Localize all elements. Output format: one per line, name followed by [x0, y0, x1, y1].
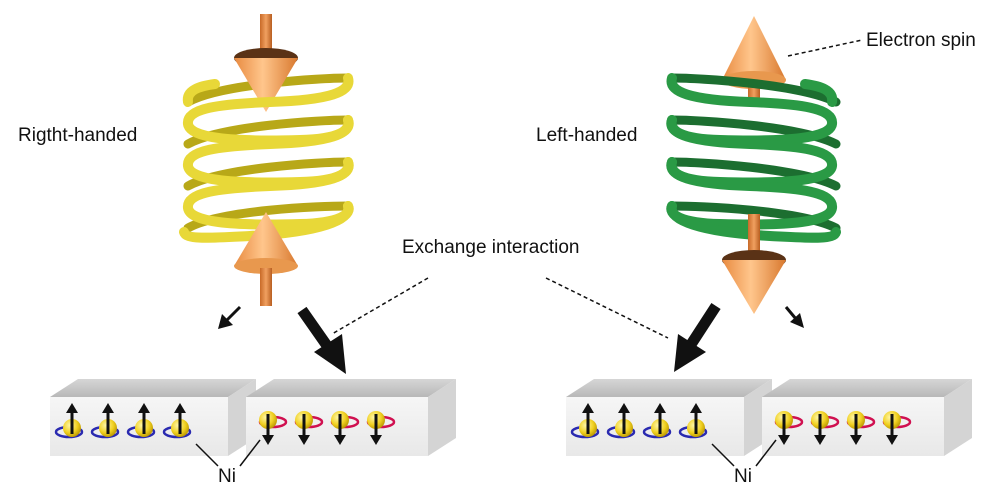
spin-up-atoms-left: [54, 403, 192, 439]
spin-cone-icon: [234, 212, 298, 306]
spin-up-atom-icon: [90, 403, 120, 439]
spin-down-atoms-right: [774, 411, 912, 445]
spin-up-atom-icon: [126, 403, 156, 439]
ni-block-spin-up: [50, 379, 256, 456]
spin-down-atom-icon: [846, 411, 876, 445]
spin-down-atom-icon: [330, 411, 360, 445]
arrow-icon: [218, 305, 242, 329]
right-handed-label: Rigtht-handed: [18, 125, 138, 146]
spin-stem-top-left: [260, 14, 272, 56]
spin-up-atom-icon: [54, 403, 84, 439]
ni-leader-lines-left: [195, 439, 261, 467]
exchange-interaction-label: Exchange interaction: [402, 237, 580, 258]
spin-up-atom-icon: [678, 403, 708, 439]
helix-right-front: [179, 73, 354, 243]
spin-down-atom-icon: [366, 411, 396, 445]
spin-down-atom-icon: [774, 411, 804, 445]
arrow-icon: [784, 306, 804, 328]
arrow-icon: [297, 306, 346, 374]
spin-up-atoms-right: [570, 403, 708, 439]
spin-cone-icon: [234, 48, 298, 112]
ni-label-left: Ni: [218, 466, 236, 487]
spin-cone-icon: [722, 214, 786, 314]
electron-spin-label: Electron spin: [866, 30, 976, 51]
spin-up-atom-icon: [162, 403, 192, 439]
spin-up-atom-icon: [642, 403, 672, 439]
ni-leader-lines-right: [711, 439, 777, 467]
spin-down-atom-icon: [258, 411, 288, 445]
right-panel: [566, 16, 972, 467]
left-handed-label: Left-handed: [536, 125, 638, 146]
spin-up-atom-icon: [570, 403, 600, 439]
spin-down-atom-icon: [810, 411, 840, 445]
electron-spin-leader: [787, 39, 863, 57]
exchange-interaction-leaders: [331, 277, 669, 339]
spin-down-atoms-left: [258, 411, 396, 445]
arrow-icon: [674, 303, 721, 372]
left-panel: [50, 14, 456, 467]
spin-down-atom-icon: [294, 411, 324, 445]
helix-left-front: [666, 73, 841, 243]
ni-label-right: Ni: [734, 466, 752, 487]
spin-up-atom-icon: [606, 403, 636, 439]
ni-block-spin-up: [566, 379, 772, 456]
spin-down-atom-icon: [882, 411, 912, 445]
